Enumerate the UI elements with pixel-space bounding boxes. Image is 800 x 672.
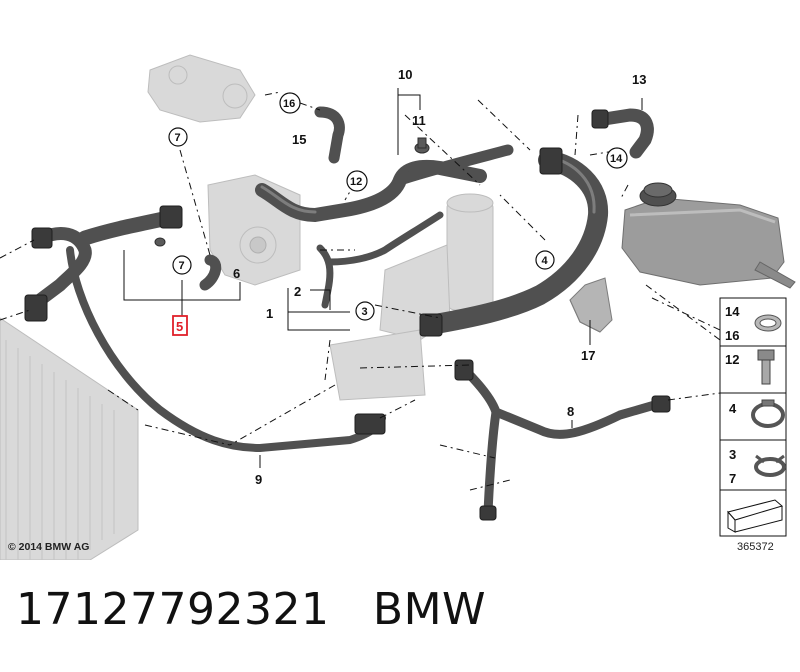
fasteners-legend: 14 16 12 4 3 7 bbox=[719, 297, 787, 537]
expansion-tank-illustration bbox=[621, 182, 796, 289]
callout-2: 2 bbox=[294, 284, 301, 299]
callout-17: 17 bbox=[581, 348, 595, 363]
svg-text:4: 4 bbox=[542, 255, 549, 267]
svg-text:16: 16 bbox=[283, 98, 295, 110]
svg-text:7: 7 bbox=[175, 132, 181, 144]
callout-9: 9 bbox=[255, 472, 262, 487]
callout-10: 10 bbox=[398, 67, 412, 82]
coolant-hoses bbox=[33, 106, 670, 517]
thermostat-housing-illustration bbox=[147, 54, 256, 123]
callout-11: 11 bbox=[412, 113, 426, 128]
part-number: 17127792321 bbox=[16, 584, 330, 635]
callout-circle-14: 14 bbox=[606, 147, 628, 169]
part-number-caption: 17127792321 BMW bbox=[16, 584, 486, 635]
brand-name: BMW bbox=[372, 584, 487, 635]
highlighted-callout-5[interactable]: 5 bbox=[172, 315, 188, 336]
callout-8: 8 bbox=[567, 404, 574, 419]
svg-text:7: 7 bbox=[729, 471, 736, 486]
leader-lines bbox=[0, 91, 721, 491]
spring-clip-icon bbox=[754, 454, 786, 477]
svg-text:14: 14 bbox=[725, 304, 740, 319]
shim-arrow-icon bbox=[727, 499, 784, 533]
coolant-hose-diagram: 1 2 6 8 9 10 11 13 15 17 7 16 12 14 4 3 … bbox=[0, 54, 796, 560]
radiator-illustration bbox=[0, 317, 139, 560]
callout-13: 13 bbox=[632, 72, 646, 87]
callout-circle-7-top: 7 bbox=[168, 127, 188, 147]
svg-text:4: 4 bbox=[729, 401, 737, 416]
callout-circle-3: 3 bbox=[355, 301, 375, 321]
callout-6: 6 bbox=[233, 266, 240, 281]
svg-text:5: 5 bbox=[176, 319, 183, 334]
callout-circle-12: 12 bbox=[346, 170, 368, 192]
copyright-notice: © 2014 BMW AG bbox=[8, 541, 90, 553]
water-pump-illustration bbox=[207, 174, 301, 286]
small-fittings bbox=[154, 137, 617, 247]
callout-15: 15 bbox=[292, 132, 306, 147]
svg-text:12: 12 bbox=[350, 176, 362, 188]
callout-1: 1 bbox=[266, 306, 273, 321]
clamp-band-icon bbox=[751, 399, 785, 428]
hose-connectors bbox=[24, 109, 671, 521]
bracket-illustration bbox=[569, 277, 613, 333]
svg-text:7: 7 bbox=[179, 260, 185, 272]
callout-circle-7-mid: 7 bbox=[172, 255, 192, 275]
hose-clamp-icon bbox=[754, 314, 782, 332]
svg-text:14: 14 bbox=[610, 153, 623, 165]
callout-brackets bbox=[123, 88, 643, 468]
diagram-number: 365372 bbox=[737, 541, 774, 553]
svg-text:3: 3 bbox=[362, 306, 368, 318]
bolt-icon bbox=[757, 349, 775, 385]
callout-circle-16: 16 bbox=[279, 92, 301, 114]
callout-circle-4: 4 bbox=[535, 250, 555, 270]
svg-text:3: 3 bbox=[729, 447, 736, 462]
svg-text:12: 12 bbox=[725, 352, 739, 367]
svg-text:16: 16 bbox=[725, 328, 739, 343]
